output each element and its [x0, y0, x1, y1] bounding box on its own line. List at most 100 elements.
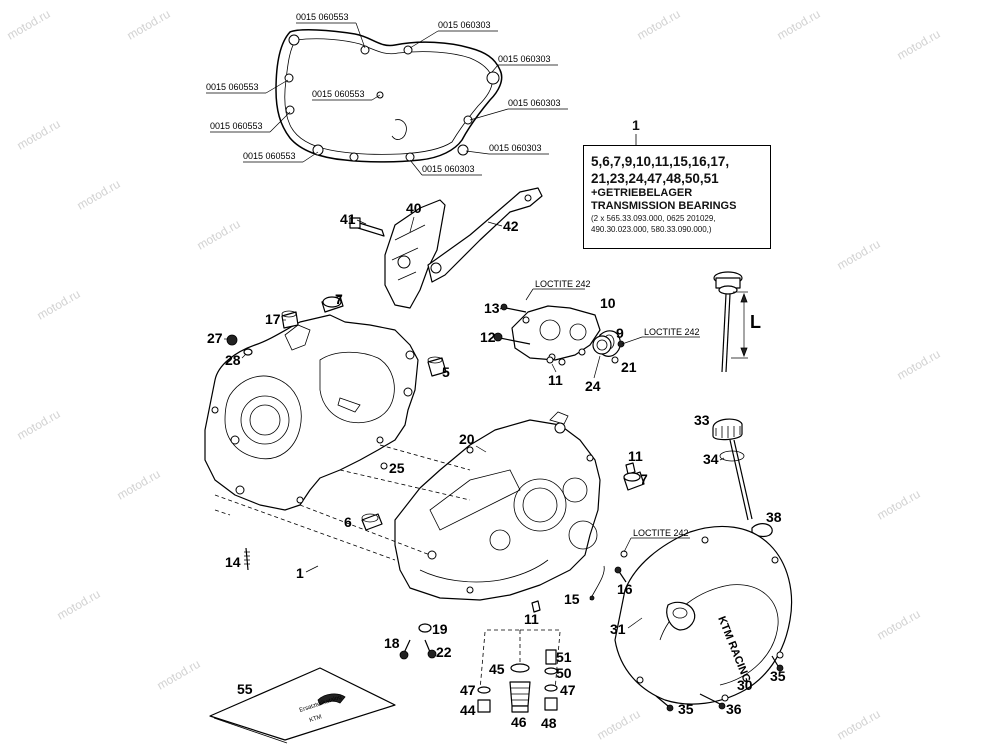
watermark: motod.ru: [125, 7, 173, 43]
loctite-label: LOCTITE 242: [633, 528, 689, 538]
part-number: 20: [459, 431, 475, 447]
watermark: motod.ru: [5, 7, 53, 43]
gasket-label: 0015 060303: [508, 98, 561, 108]
gasket-label: 0015 060553: [206, 82, 259, 92]
crankcase-gasket: [275, 29, 503, 163]
part-number: 48: [541, 715, 557, 731]
gasket-label: 0015 060553: [210, 121, 263, 131]
part-number: 47: [560, 682, 576, 698]
small-parts: [226, 295, 784, 713]
part-number: 45: [489, 661, 505, 677]
watermark: motod.ru: [55, 587, 103, 623]
part-number: 34: [703, 451, 719, 467]
part-number: 33: [694, 412, 710, 428]
part-number: 6: [344, 514, 352, 530]
kit-line: 5,6,7,9,10,11,15,16,17,: [591, 154, 730, 169]
gasket-label: 0015 060303: [438, 20, 491, 30]
gasket-label: 0015 060553: [312, 89, 365, 99]
part-number: 27: [207, 330, 223, 346]
part-number: 15: [564, 591, 580, 607]
loctite-labels: LOCTITE 242 LOCTITE 242 LOCTITE 242: [525, 279, 700, 553]
watermark: motod.ru: [15, 407, 63, 443]
gasket-label: 0015 060303: [422, 164, 475, 174]
part-number: 12: [480, 329, 496, 345]
loctite-label: LOCTITE 242: [644, 327, 700, 337]
watermark: motod.ru: [775, 7, 823, 43]
part-number: 35: [678, 701, 694, 717]
part-number: 17: [265, 311, 281, 327]
part-number: 14: [225, 554, 241, 570]
watermark: motod.ru: [35, 287, 83, 323]
watermark: motod.ru: [155, 657, 203, 693]
part-number: 25: [389, 460, 405, 476]
dipstick: L: [713, 271, 761, 373]
part-number: 7: [335, 291, 343, 307]
gasket-label: 0015 060303: [489, 143, 542, 153]
gasket-label: 0015 060553: [243, 151, 296, 161]
right-crankcase: [394, 411, 601, 601]
part-number: 9: [616, 325, 624, 341]
part-number: 44: [460, 702, 476, 718]
part-number: 42: [503, 218, 519, 234]
part-number: 11: [548, 372, 563, 388]
part-number: 19: [432, 621, 448, 637]
filler-cap: [712, 418, 773, 538]
kit-line: (2 x 565.33.093.000, 0625 201029,: [591, 214, 716, 223]
kit-line: +GETRIEBELAGER: [591, 187, 693, 199]
alignment-lines: [214, 444, 561, 691]
kit-line: TRANSMISSION BEARINGS: [591, 200, 737, 212]
part-number: 7: [640, 471, 648, 487]
watermark: motod.ru: [835, 237, 883, 273]
part-number: 16: [617, 581, 633, 597]
part-number: 31: [610, 621, 626, 637]
part-number: 13: [484, 300, 500, 316]
part-number: 21: [621, 359, 637, 375]
part-number-labels: 40 41 42 7 17 27 28 5 13 12 10 9 11 24 2…: [207, 200, 786, 731]
watermark: motod.ru: [75, 177, 123, 213]
manual-booklet: Ersatzteilkatalog KTM: [209, 667, 396, 744]
part-number: 46: [511, 714, 527, 730]
part-number: 38: [766, 509, 782, 525]
part-number: 24: [585, 378, 601, 394]
part-number: 10: [600, 295, 616, 311]
part-number: 11: [628, 448, 643, 464]
clutch-cover: KTM RACING: [614, 525, 793, 705]
part-number: 47: [460, 682, 476, 698]
watermark: motod.ru: [895, 347, 943, 383]
watermark: motod.ru: [875, 607, 923, 643]
dimension-label: L: [750, 312, 761, 332]
part-number: 18: [384, 635, 400, 651]
part-number: 36: [726, 701, 742, 717]
loctite-label: LOCTITE 242: [535, 279, 591, 289]
part-number: 40: [406, 200, 422, 216]
part-number: 41: [340, 211, 356, 227]
part-number: 5: [442, 364, 450, 380]
watermark: motod.ru: [875, 487, 923, 523]
kit-line: 21,23,24,47,48,50,51: [591, 171, 719, 186]
gasket-label: 0015 060553: [296, 12, 349, 22]
gasket-label: 0015 060303: [498, 54, 551, 64]
manual-cover-text: KTM: [309, 714, 323, 724]
left-crankcase: [204, 314, 419, 511]
kit-info-box: 5,6,7,9,10,11,15,16,17, 21,23,24,47,48,5…: [583, 145, 771, 249]
part-number: 1: [296, 565, 304, 581]
kit-line: 490.30.023.000, 580.33.090.000,): [591, 225, 712, 234]
watermark: motod.ru: [195, 217, 243, 253]
part-number: 11: [524, 611, 539, 627]
kit-part-number: 1: [632, 117, 640, 133]
watermark: motod.ru: [895, 27, 943, 63]
part-number: 35: [770, 668, 786, 684]
part-number: 22: [436, 644, 452, 660]
part-number: 30: [737, 677, 753, 693]
watermark: motod.ru: [635, 7, 683, 43]
part-number: 28: [225, 352, 241, 368]
part-number: 51: [556, 649, 572, 665]
watermark: motod.ru: [595, 707, 643, 743]
gasket-labels: 0015 060553 0015 060303 0015 060303 0015…: [206, 12, 568, 176]
watermark-layer: motod.ru motod.ru motod.ru motod.ru moto…: [5, 7, 943, 743]
chain-guide-bracket: [349, 187, 543, 309]
watermark: motod.ru: [115, 467, 163, 503]
part-number: 55: [237, 681, 253, 697]
watermark: motod.ru: [15, 117, 63, 153]
